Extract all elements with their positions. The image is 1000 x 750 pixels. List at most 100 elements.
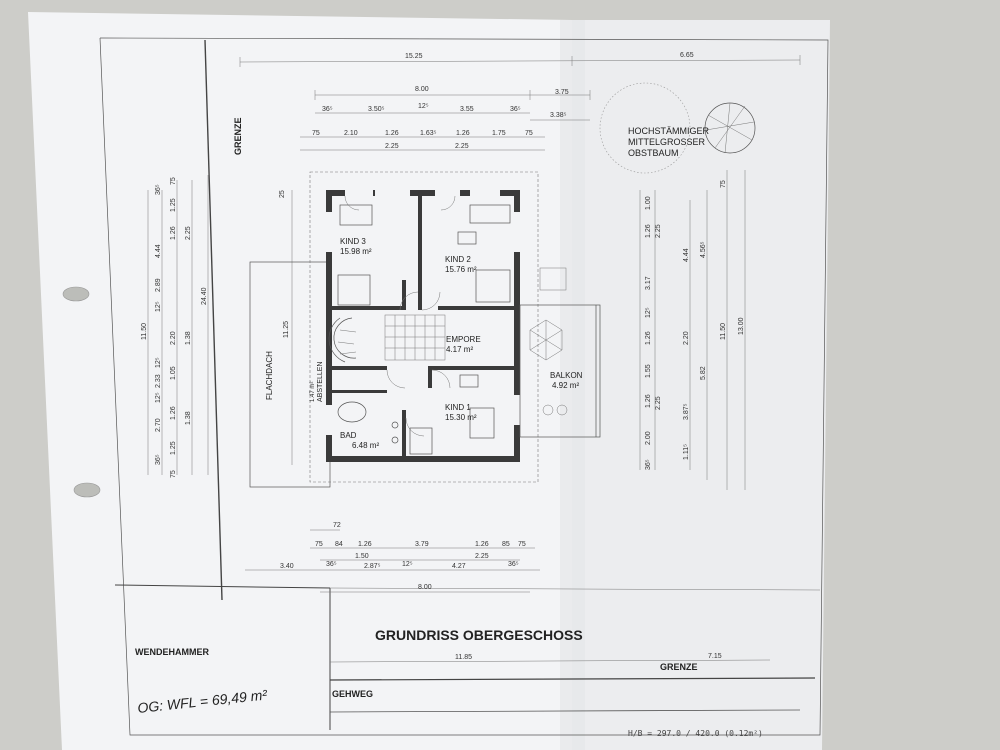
dim-bottom-r2-1: 2.25: [475, 553, 489, 560]
tree-note-line-2: MITTELGROSSER: [628, 137, 706, 147]
dim-left-c2-4: 1.05: [170, 366, 177, 380]
dim-top-r2-1: 2.10: [344, 130, 358, 137]
dim-left-c1-4: 12⁵: [155, 357, 162, 368]
dim-left-c2-2: 1.26: [170, 226, 177, 240]
dim-left-bay: 25: [279, 190, 286, 198]
room-area-kind-3: 15.98 m²: [340, 247, 372, 256]
room-name-bad: BAD: [340, 431, 357, 440]
room-name-kind-2: KIND 2: [445, 255, 471, 264]
paper-right-sheet: [572, 20, 830, 750]
balcony-outline: [519, 304, 601, 438]
dim-top-r3-0: 2.25: [385, 143, 399, 150]
dim-top-r1-2: 12⁵: [418, 103, 429, 110]
dim-right-outer: 13.00: [738, 317, 745, 335]
dim-top-r1-4: 36⁵: [510, 106, 521, 113]
dim-left-c1-5: 2.33: [155, 374, 162, 388]
room-name-kind-1: KIND 1: [445, 403, 471, 412]
dim-left-c1-6: 12⁵: [155, 392, 162, 403]
dim-bottom-r0: 72: [333, 522, 341, 529]
room-name-empore: EMPORE: [446, 335, 481, 344]
room-name-kind-3: KIND 3: [340, 237, 366, 246]
street-edge: [114, 584, 331, 589]
room-name-balkon: BALKON: [550, 371, 583, 380]
room-area-empore: 4.17 m²: [446, 345, 473, 354]
dim-top-total: 15.25: [405, 53, 423, 60]
dim-right-c1-0: 75: [720, 180, 727, 188]
dim-left-c2-6: 1.25: [170, 441, 177, 455]
lot-line: [329, 587, 821, 591]
dim-right-c1-5: 1.26: [645, 331, 652, 345]
dim-right-c2-3: 2.25: [655, 396, 662, 410]
dim-top-r2-6: 75: [525, 130, 533, 137]
dim-right-c2-0: 2.25: [655, 224, 662, 238]
room-name-abstellen: ABSTELLEN: [317, 362, 324, 402]
dim-left-c3-0: 2.25: [185, 226, 192, 240]
balcony-table: [539, 267, 567, 291]
dim-right-balcony-2: 5.82: [700, 366, 707, 380]
dim-right-c1-8: 2.00: [645, 431, 652, 445]
dim-bottom-r1-5: 85: [502, 541, 510, 548]
dim-left-c1-3: 2.89: [155, 278, 162, 292]
dim-right-building: 11.50: [720, 323, 727, 340]
room-area-balkon: 4.92 m²: [552, 381, 579, 390]
dim-bottom-r3-1: 36⁵: [326, 561, 337, 568]
dim-left-c1-2: 12⁵: [155, 301, 162, 312]
dim-right-c1-4: 12⁵: [645, 307, 652, 318]
label-boundary-left: GRENZE: [233, 117, 243, 155]
dim-top-r3-1: 2.25: [455, 143, 469, 150]
dim-right-c1-3: 3.17: [645, 276, 652, 290]
plan-title: GRUNDRISS OBERGESCHOSS: [375, 627, 583, 643]
paper-left-sheet: [28, 12, 572, 750]
label-wendehammer: WENDEHAMMER: [135, 647, 209, 657]
balcony-chair-1: [542, 404, 554, 416]
dim-top-right: 6.65: [680, 52, 694, 59]
dim-left-building: 11.50: [141, 323, 148, 340]
dim-bottom-r1-2: 1.26: [358, 541, 372, 548]
dim-left-c2-0: 75: [170, 177, 177, 185]
dim-top-right-small-1: 3.38⁵: [550, 112, 567, 119]
sheet-format: H/B = 297.0 / 420.0 (0.12m²): [628, 729, 763, 738]
dim-bottom-r3-2: 2.87⁵: [364, 563, 381, 570]
dim-bottom-building: 8.00: [418, 584, 432, 591]
dim-right-c2-4: 3.87⁵: [683, 403, 690, 420]
dim-left-c1-8: 36⁵: [155, 454, 162, 465]
dim-bottom-r3-0: 3.40: [280, 563, 294, 570]
dim-bottom-r3-5: 36⁵: [508, 561, 519, 568]
room-area-kind-1: 15.30 m²: [445, 413, 477, 422]
dim-right-c1-9: 36⁵: [645, 459, 652, 470]
dim-right-c2-2: 2.20: [683, 331, 690, 345]
dim-left-c1-1: 4.44: [155, 244, 162, 258]
room-area-abstellen: 1.47 m²: [310, 382, 316, 402]
dim-bottom-r1-6: 75: [518, 541, 526, 548]
tree-note-line-3: OBSTBAUM: [628, 148, 679, 158]
dim-top-r2-4: 1.26: [456, 130, 470, 137]
bottom-dimension-lines: [245, 529, 771, 663]
dim-top-r1-3: 3.55: [460, 106, 474, 113]
dim-bottom-r1-0: 75: [315, 541, 323, 548]
dim-right-c1-2: 1.26: [645, 224, 652, 238]
dim-top-r2-3: 1.63⁵: [420, 130, 437, 137]
dim-right-c2-1: 4.44: [683, 248, 690, 262]
tree-symbol: [599, 82, 756, 174]
dim-top-building: 8.00: [415, 86, 429, 93]
furniture: [337, 204, 511, 455]
dim-top-r1-1: 3.50⁵: [368, 106, 385, 113]
label-gehweg: GEHWEG: [332, 689, 373, 699]
dim-right-c1-7: 1.26: [645, 394, 652, 408]
dim-bottom-r3-4: 4.27: [452, 563, 466, 570]
dim-left-outer: 24.40: [201, 287, 208, 305]
dim-left-inner-total: 11.25: [283, 321, 290, 338]
room-area-bad: 6.48 m²: [352, 441, 379, 450]
dim-top-r2-2: 1.26: [385, 130, 399, 137]
dim-bottom-lot-right: 7.15: [708, 653, 722, 660]
label-flachdach: FLACHDACH: [265, 351, 274, 400]
top-dimension-lines: [239, 55, 801, 151]
dim-bottom-lot-left: 11.85: [455, 654, 472, 661]
dim-left-c1-0: 36⁵: [155, 184, 162, 195]
stair-gallery-grid: [328, 314, 446, 363]
boundary-line-left: [204, 39, 223, 601]
left-dimension-lines: [147, 175, 209, 475]
dim-bottom-r3-3: 12⁵: [402, 561, 413, 568]
dim-top-right-small-0: 3.75: [555, 89, 569, 96]
building-walls: [326, 190, 520, 462]
